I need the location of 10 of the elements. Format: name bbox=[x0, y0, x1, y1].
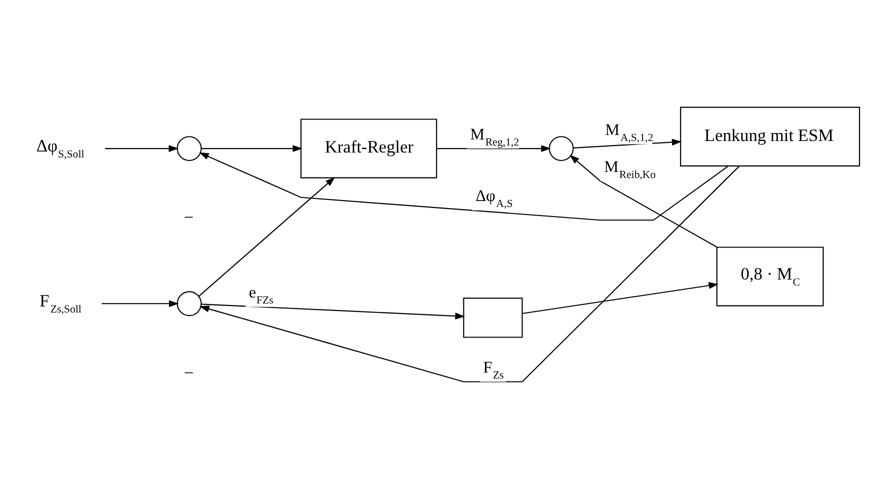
node-text: Δφ$_{S,Soll}$ bbox=[36, 136, 84, 160]
node-text: F$_{Zs,Soll}$ bbox=[40, 291, 82, 316]
edge-label: M$_{Reib,Ko}$ bbox=[604, 157, 656, 180]
node-label: − bbox=[184, 362, 194, 382]
node-label: − bbox=[184, 208, 194, 227]
edge-label: F$_{Zs}$ bbox=[483, 358, 504, 382]
edge-label: Δφ$_{A,S}$ bbox=[476, 186, 513, 210]
edge-label: M$_{A,S,1,2}$ bbox=[605, 120, 654, 144]
edge-label: e$_{FZs}$ bbox=[248, 283, 274, 306]
edge-label: M$_{Reg,1,2}$ bbox=[470, 124, 520, 148]
